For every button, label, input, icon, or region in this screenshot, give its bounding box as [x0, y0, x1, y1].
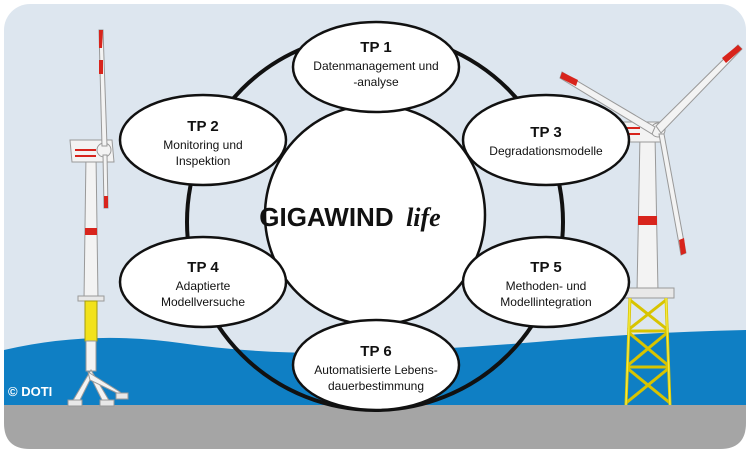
left-wind-turbine	[67, 29, 129, 407]
work-package-tp5: TP 5 Methoden- und Modellintegration	[461, 235, 631, 329]
tp1-title: TP 1	[360, 39, 391, 56]
tp6-title: TP 6	[360, 343, 391, 360]
tp4-title: TP 4	[187, 259, 219, 276]
copyright-label: © DOTI	[8, 384, 52, 399]
tp5-title: TP 5	[530, 259, 561, 276]
tp4-line-1: Adaptierte	[176, 279, 231, 293]
work-package-tp3: TP 3 Degradationsmodelle	[461, 93, 631, 187]
tp4-line-2: Modellversuche	[161, 295, 245, 309]
tp6-ellipse	[291, 318, 461, 412]
tp2-ellipse	[118, 93, 288, 187]
tp5-ellipse	[461, 235, 631, 329]
work-package-tp1: TP 1 Datenmanagement und -analyse	[291, 20, 461, 114]
work-package-tp2: TP 2 Monitoring und Inspektion	[118, 93, 288, 187]
tp2-title: TP 2	[187, 118, 218, 135]
tp1-line-2: -analyse	[353, 75, 399, 89]
seabed	[4, 405, 746, 449]
work-package-tp6: TP 6 Automatisierte Lebens- dauerbestimm…	[291, 318, 461, 412]
tp3-ellipse	[461, 93, 631, 187]
tp4-ellipse	[118, 235, 288, 329]
tp1-ellipse	[291, 20, 461, 114]
tp5-line-2: Modellintegration	[500, 295, 591, 309]
tp5-line-1: Methoden- und	[506, 279, 587, 293]
work-package-tp4: TP 4 Adaptierte Modellversuche	[118, 235, 288, 329]
center-title: GIGAWIND life	[259, 202, 440, 232]
tp6-line-1: Automatisierte Lebens-	[314, 363, 437, 377]
right-wind-turbine	[559, 44, 743, 406]
tp2-line-2: Inspektion	[176, 154, 231, 168]
tp3-line-1: Degradationsmodelle	[489, 144, 603, 158]
tp3-title: TP 3	[530, 124, 561, 141]
tp2-line-1: Monitoring und	[163, 138, 242, 152]
tp6-line-2: dauerbestimmung	[328, 379, 424, 393]
tp1-line-1: Datenmanagement und	[313, 59, 438, 73]
center-title-main: GIGAWIND	[259, 202, 393, 232]
center-title-sub: life	[406, 203, 441, 232]
